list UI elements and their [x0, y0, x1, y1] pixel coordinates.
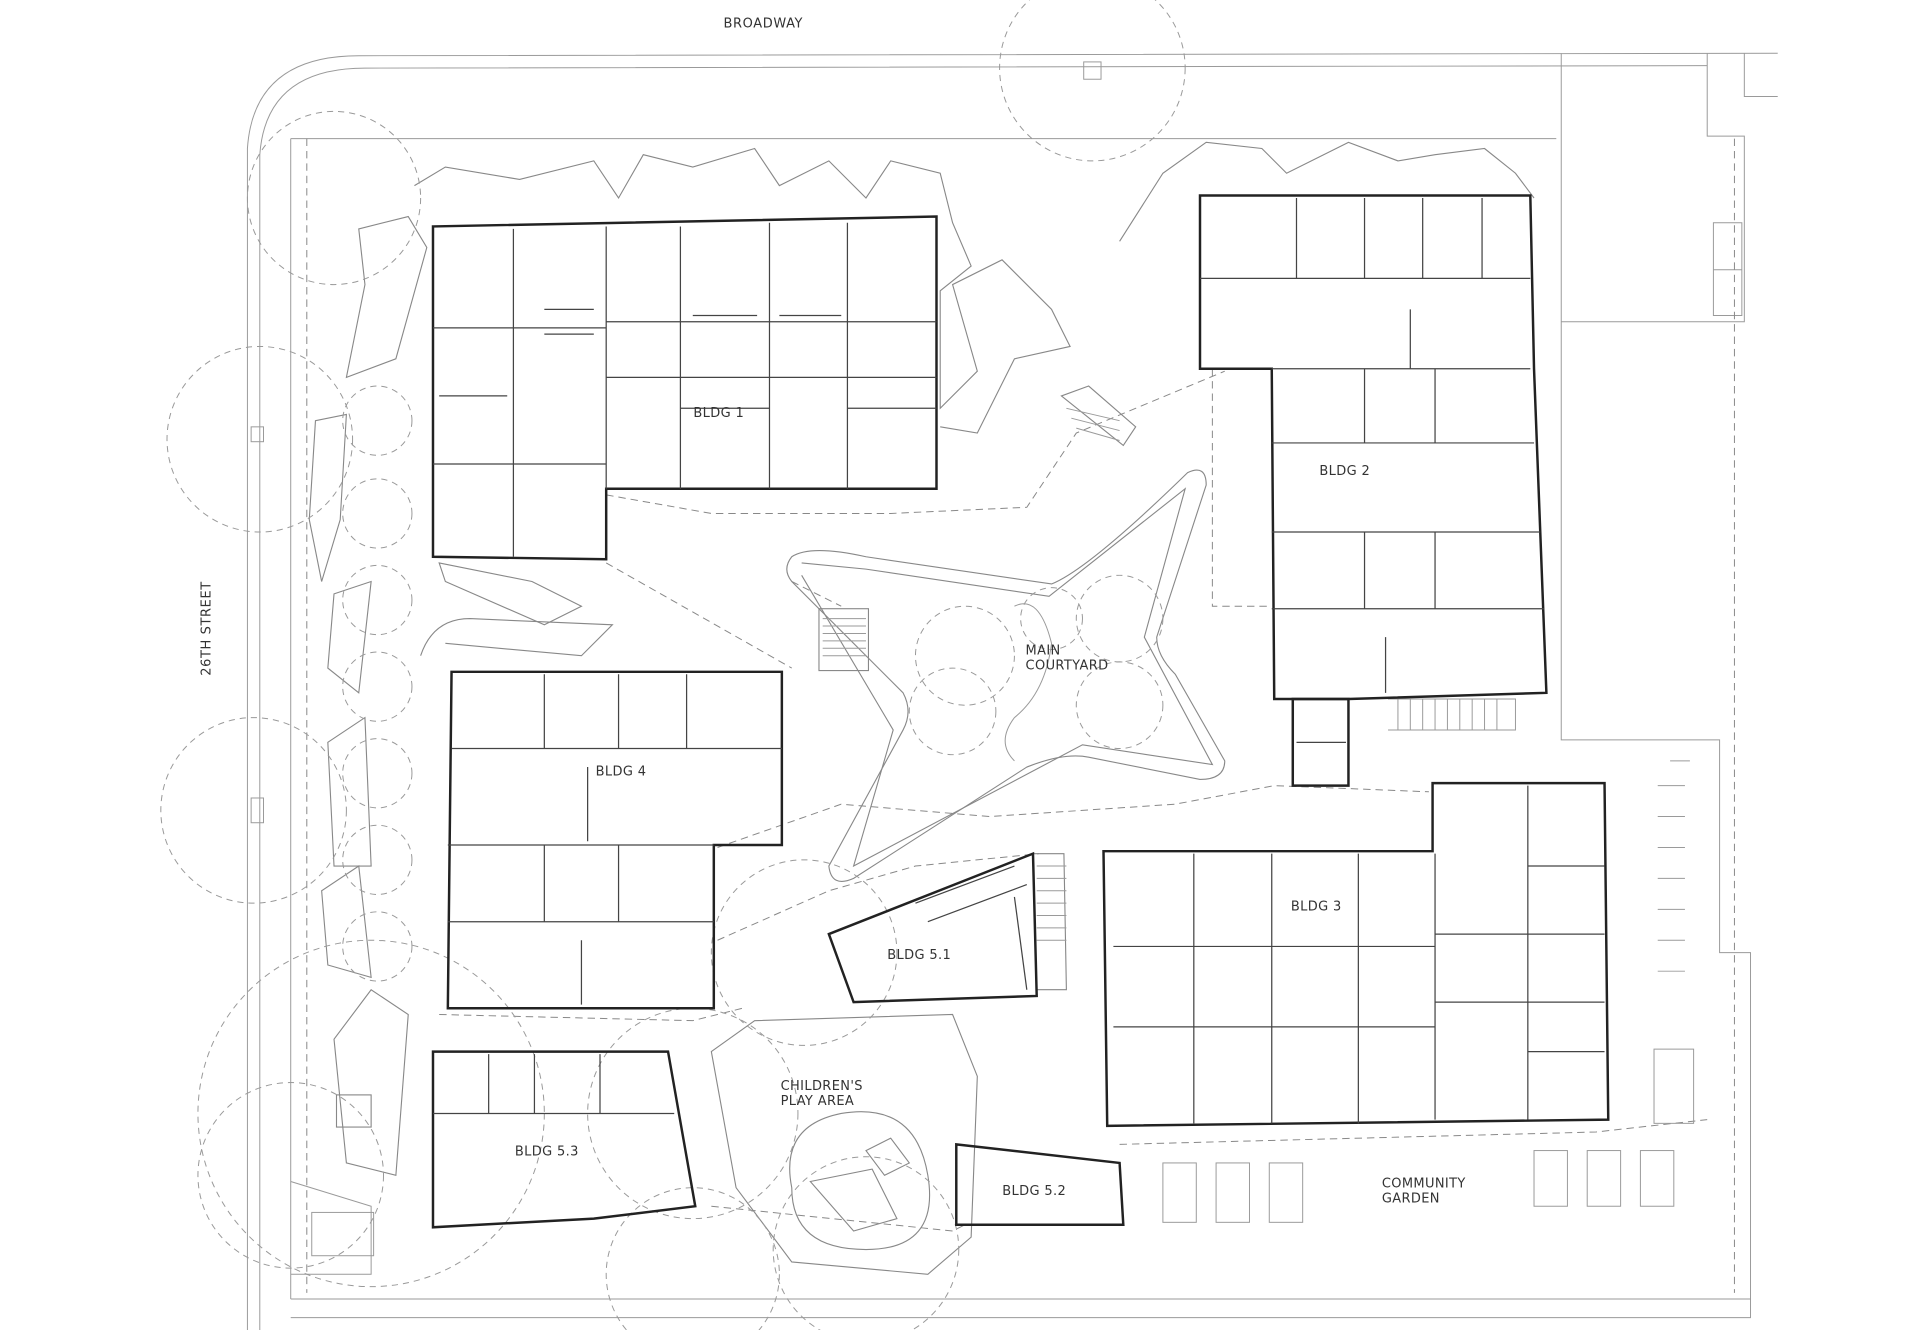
bldg-4-label: BLDG 4: [596, 765, 647, 780]
garden-beds: [1162, 760, 1695, 1223]
trees: [160, 0, 1186, 1330]
tree-canopy: [1075, 661, 1164, 749]
tree-canopy: [246, 110, 422, 286]
garden-label-line2: GARDEN: [1382, 1192, 1440, 1207]
tree-canopy: [908, 667, 997, 756]
building-5-3: [431, 1050, 697, 1229]
garden-label-line1: COMMUNITY: [1382, 1177, 1466, 1192]
tree-canopy: [999, 0, 1186, 162]
building-3: [1102, 781, 1610, 1128]
bldg-5-1-label: BLDG 5.1: [887, 948, 951, 963]
bldg-2-label: BLDG 2: [1319, 464, 1370, 479]
courtyard-label-line2: COURTYARD: [1026, 658, 1109, 673]
main-courtyard: [786, 385, 1516, 991]
tree-canopy: [605, 1187, 780, 1330]
landscape-beds: [308, 141, 1535, 1275]
building-2: [1198, 194, 1548, 787]
tree-canopy: [197, 1082, 384, 1269]
building-5-1: [827, 851, 1038, 1004]
street-label-broadway: BROADWAY: [724, 16, 804, 31]
building-1: [431, 215, 938, 561]
tree-canopy: [342, 478, 413, 549]
tree-canopy: [342, 911, 413, 982]
tree-canopy: [1020, 587, 1083, 651]
tree-canopy: [342, 385, 413, 456]
tree-canopy: [342, 651, 413, 722]
tree-canopy: [342, 564, 413, 636]
building-5-2: [955, 1142, 1125, 1227]
tree-canopy: [914, 605, 1015, 706]
courtyard-label-line1: MAIN: [1026, 643, 1061, 658]
tree-canopy: [160, 717, 347, 904]
bldg-5-3-label: BLDG 5.3: [515, 1145, 579, 1160]
tree-canopy: [710, 859, 898, 1046]
walkways: [439, 368, 1708, 1232]
play-area-label-line1: CHILDREN'S: [781, 1079, 863, 1094]
tree-canopy: [342, 738, 413, 809]
play-area-label-line2: PLAY AREA: [781, 1094, 855, 1109]
tree-canopy: [772, 1156, 960, 1330]
bldg-1-label: BLDG 1: [693, 406, 744, 421]
street-label-26th-street: 26TH STREET: [199, 581, 214, 676]
bldg-3-label: BLDG 3: [1291, 900, 1342, 915]
building-4: [446, 670, 784, 1010]
tree-canopy: [166, 345, 354, 533]
bldg-5-2-label: BLDG 5.2: [1002, 1184, 1066, 1199]
site-boundary: [246, 52, 1778, 1330]
tree-canopy: [342, 824, 413, 895]
